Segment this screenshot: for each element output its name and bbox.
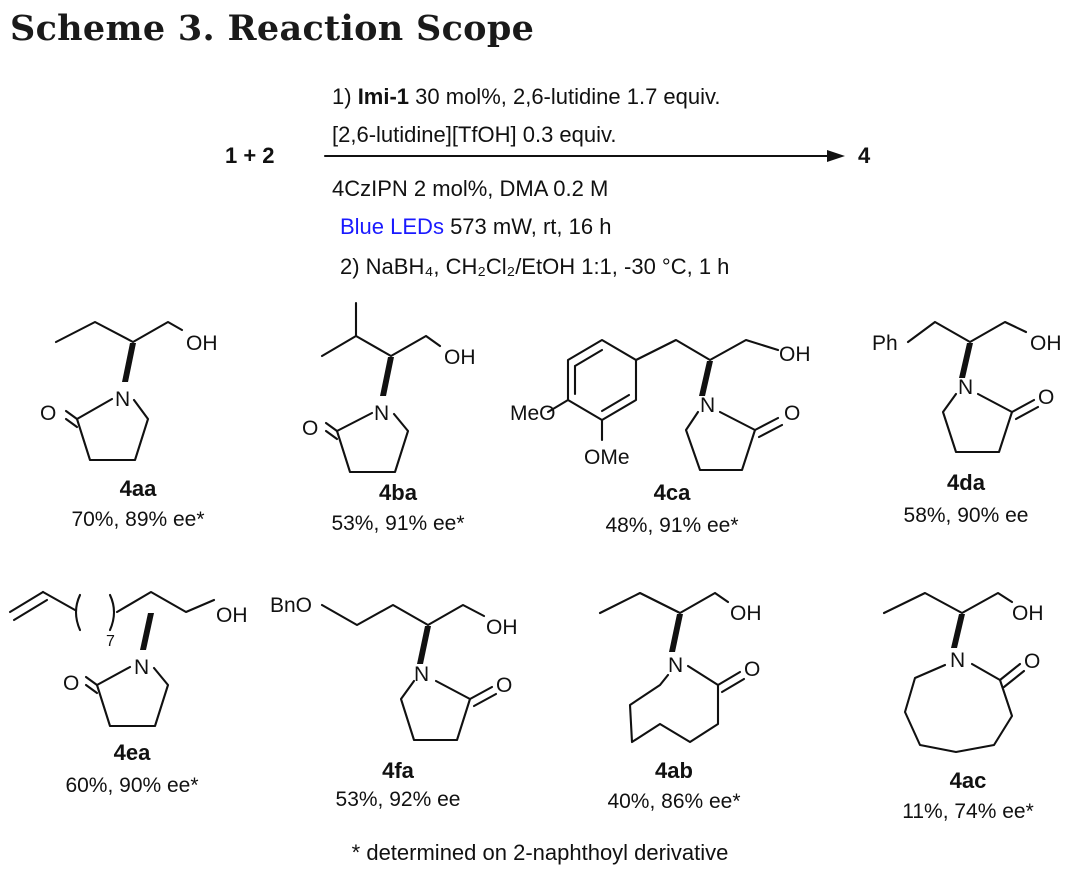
- svg-text:O: O: [302, 417, 318, 440]
- svg-text:N: N: [414, 663, 429, 686]
- blue-leds-label: Blue LEDs: [340, 214, 444, 239]
- condition-line-5: 2) NaBH₄, CH₂Cl₂/EtOH 1:1, -30 °C, 1 h: [340, 254, 729, 279]
- compound-4da-structure: Ph OH N O: [872, 320, 1062, 454]
- catalyst-label: Imi-1: [358, 84, 409, 109]
- compound-4ab-yield: 40%, 86% ee*: [607, 790, 740, 813]
- reaction-arrow-head: [827, 150, 845, 162]
- svg-text:OH: OH: [216, 604, 248, 627]
- compound-4ea-yield: 60%, 90% ee*: [65, 774, 198, 797]
- svg-text:O: O: [1038, 386, 1054, 409]
- compound-4ba-structure: OH N O: [302, 301, 476, 474]
- svg-text:OH: OH: [1030, 332, 1062, 355]
- reaction-equation: 1 + 2 4 1) Imi-1 30 mol%, 2,6-lutidine 1…: [225, 84, 871, 279]
- svg-text:OH: OH: [1012, 602, 1044, 625]
- compound-4da-label: 4da: [947, 470, 986, 495]
- compound-4ac-label: 4ac: [950, 768, 987, 793]
- condition-line-4: Blue LEDs 573 mW, rt, 16 h: [340, 214, 611, 239]
- svg-text:7: 7: [106, 633, 115, 650]
- compound-4aa-structure: OH N O: [40, 320, 218, 462]
- svg-text:O: O: [784, 402, 800, 425]
- compound-4ba-label: 4ba: [379, 480, 418, 505]
- condition-line-2: [2,6-lutidine][TfOH] 0.3 equiv.: [332, 122, 617, 147]
- svg-text:MeO: MeO: [510, 402, 556, 425]
- compound-4ab-label: 4ab: [655, 758, 693, 783]
- compound-4ca-structure: OH N O MeO OMe: [510, 338, 811, 472]
- svg-text:N: N: [374, 402, 389, 425]
- compound-4ac-yield: 11%, 74% ee*: [902, 800, 1034, 823]
- compound-4ba-yield: 53%, 91% ee*: [331, 512, 464, 535]
- svg-text:OH: OH: [730, 602, 762, 625]
- compound-4aa-yield: 70%, 89% ee*: [71, 508, 204, 531]
- svg-text:N: N: [134, 656, 149, 679]
- footnote: * determined on 2-naphthoyl derivative: [351, 840, 729, 865]
- compound-4ca-label: 4ca: [654, 480, 691, 505]
- svg-text:O: O: [744, 658, 760, 681]
- svg-text:N: N: [115, 388, 130, 411]
- compound-4aa-label: 4aa: [120, 476, 157, 501]
- compound-4fa-structure: BnO OH N O: [270, 594, 518, 742]
- compound-4ca-yield: 48%, 91% ee*: [605, 514, 738, 537]
- svg-text:N: N: [668, 654, 683, 677]
- compound-4fa-label: 4fa: [382, 758, 415, 783]
- compound-4ab-structure: OH N O: [598, 591, 762, 744]
- svg-text:N: N: [700, 394, 715, 417]
- svg-text:N: N: [958, 376, 973, 399]
- svg-text:OH: OH: [779, 343, 811, 366]
- compound-4ac-structure: OH N O: [882, 591, 1044, 754]
- reactants-label: 1 + 2: [225, 143, 275, 168]
- svg-text:OH: OH: [486, 616, 518, 639]
- compound-4fa-yield: 53%, 92% ee: [336, 788, 461, 811]
- condition-line-1: 1) Imi-1 30 mol%, 2,6-lutidine 1.7 equiv…: [332, 84, 720, 109]
- condition-line-3: 4CzIPN 2 mol%, DMA 0.2 M: [332, 176, 608, 201]
- svg-text:O: O: [63, 672, 79, 695]
- svg-text:Ph: Ph: [872, 332, 898, 355]
- svg-text:BnO: BnO: [270, 594, 312, 617]
- svg-text:O: O: [1024, 650, 1040, 673]
- svg-text:O: O: [40, 402, 56, 425]
- svg-text:O: O: [496, 674, 512, 697]
- scheme-title: Scheme 3. Reaction Scope: [10, 8, 535, 49]
- product-label: 4: [858, 143, 871, 168]
- svg-text:OH: OH: [444, 346, 476, 369]
- svg-text:OH: OH: [186, 332, 218, 355]
- compound-4da-yield: 58%, 90% ee: [904, 504, 1029, 527]
- svg-text:OMe: OMe: [584, 446, 630, 469]
- svg-text:N: N: [950, 649, 965, 672]
- compound-4ea-structure: 7 OH N O: [8, 590, 248, 728]
- compound-4ea-label: 4ea: [114, 740, 151, 765]
